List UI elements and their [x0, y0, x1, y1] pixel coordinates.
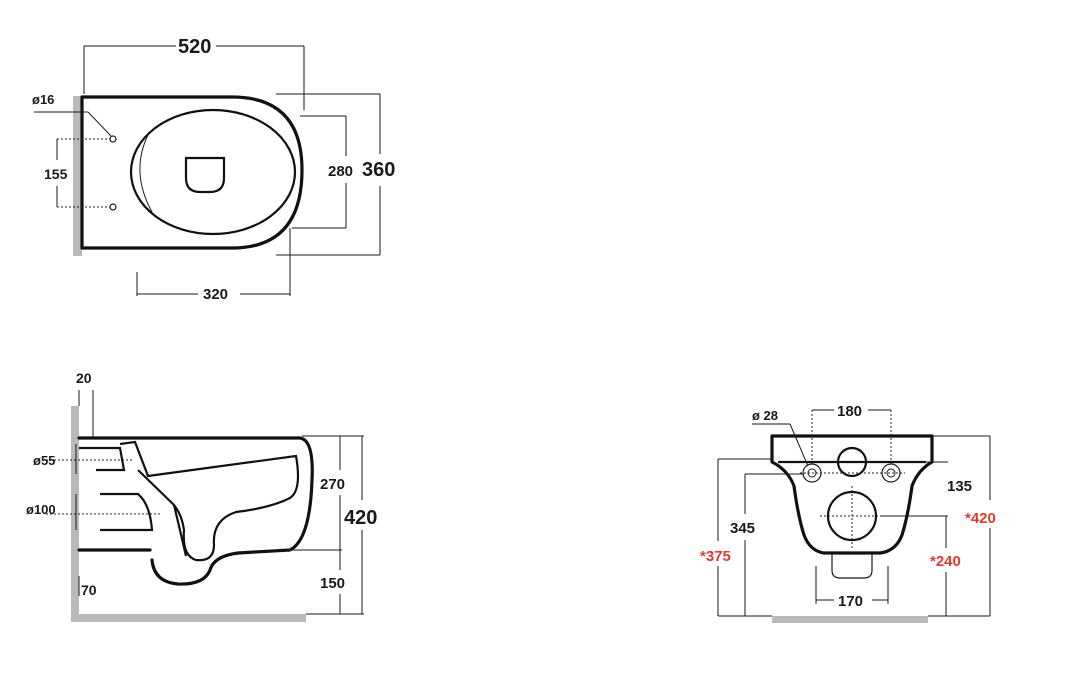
- outlet-width-label: 170: [838, 593, 863, 610]
- bowl-back-outline: [770, 434, 934, 555]
- wall-top-view: [73, 96, 82, 256]
- alt-outlet-offset-label: *240: [930, 553, 961, 570]
- drain-opening-top: [184, 156, 226, 194]
- seat-depth-label: 280: [328, 163, 353, 180]
- alt-total-height-label: *420: [965, 510, 996, 527]
- bowl-back-foot: [831, 553, 873, 579]
- outlet-pipe: [100, 492, 154, 532]
- back-view: 180 ø 28 135 345 *375 170 *240: [700, 403, 996, 623]
- total-height-label: 420: [344, 507, 377, 529]
- bowl-outline-top: [80, 95, 304, 250]
- hole-spacing-label: 155: [44, 166, 68, 182]
- seat-inner-line: [139, 134, 153, 213]
- rim-offset-label: 20: [76, 370, 92, 386]
- inlet-diameter-label: ø55: [33, 453, 55, 468]
- height-to-top-label: 270: [320, 476, 345, 493]
- bowl-length-label: 320: [203, 286, 228, 303]
- top-view: 155 ø16 520 280 360 320: [32, 36, 395, 303]
- floor-clearance-label: 150: [320, 575, 345, 592]
- bowl-inner-side: [119, 440, 300, 562]
- side-view: ø55 ø100 20 70 270 150 420: [26, 370, 377, 622]
- trap-inner: [172, 504, 188, 557]
- fixing-diameter-label: ø 28: [752, 408, 778, 423]
- trap-outline: [150, 551, 240, 586]
- outlet-height-label: 70: [81, 582, 97, 598]
- fixing-spacing-label: 180: [837, 403, 862, 420]
- inlet-pipe: [79, 446, 126, 472]
- floor-back-view: [772, 616, 928, 623]
- seat-outline-top: [129, 108, 297, 236]
- floor-side-view: [71, 614, 306, 622]
- inlet-offset-label: 135: [947, 478, 972, 495]
- outlet-height-back-label: 345: [730, 520, 755, 537]
- hole-diameter-label: ø16: [32, 92, 54, 107]
- inlet-opening-back: [836, 446, 868, 478]
- width-label: 520: [178, 36, 211, 58]
- outlet-diameter-label: ø100: [26, 502, 56, 517]
- depth-label: 360: [362, 159, 395, 181]
- fixing-hole-upper: [109, 135, 117, 143]
- fixing-hole-lower: [109, 203, 117, 211]
- bowl-body-side: [236, 436, 314, 555]
- alt-outlet-height-label: *375: [700, 548, 731, 565]
